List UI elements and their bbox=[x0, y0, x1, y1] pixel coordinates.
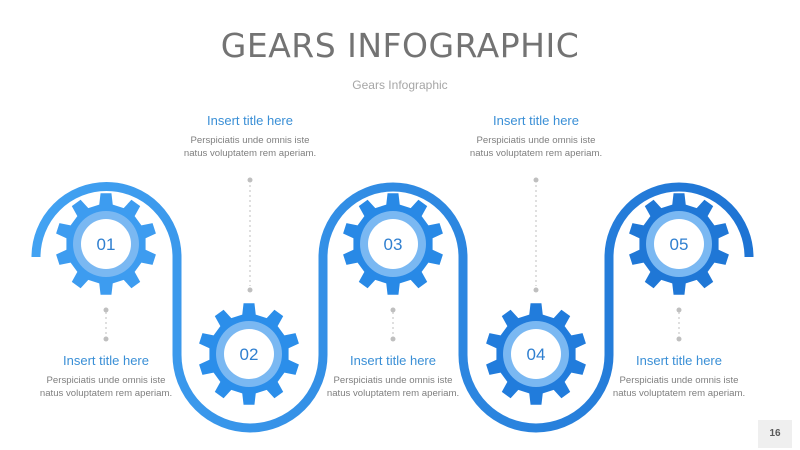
step-2-block: Insert title here Perspiciatis unde omni… bbox=[180, 113, 320, 160]
step-1-title: Insert title here bbox=[63, 353, 149, 368]
step-2-text: Perspiciatis unde omnis iste natus volup… bbox=[183, 135, 317, 159]
page-number: 16 bbox=[758, 420, 792, 448]
connector-5 bbox=[676, 307, 682, 342]
step-2-title: Insert title here bbox=[207, 113, 293, 128]
gear-2-icon: 02 bbox=[199, 303, 299, 405]
step-4-block: Insert title here Perspiciatis unde omni… bbox=[466, 113, 606, 160]
step-4-title: Insert title here bbox=[493, 113, 579, 128]
gear-1-icon: 01 bbox=[56, 193, 156, 295]
gear-2-number: 02 bbox=[240, 345, 259, 364]
slide-title: GEARS INFOGRAPHIC bbox=[220, 26, 580, 65]
step-5-title: Insert title here bbox=[636, 353, 722, 368]
step-1-text: Perspiciatis unde omnis iste natus volup… bbox=[39, 375, 173, 399]
slide-subtitle: Gears Infographic bbox=[352, 78, 448, 92]
step-5-block: Insert title here Perspiciatis unde omni… bbox=[609, 353, 749, 400]
gear-5-number: 05 bbox=[670, 235, 689, 254]
gear-3-icon: 03 bbox=[343, 193, 443, 295]
connector-2 bbox=[247, 177, 253, 293]
connector-4 bbox=[533, 177, 539, 293]
gear-5-icon: 05 bbox=[629, 193, 729, 295]
wave-path bbox=[31, 182, 754, 433]
step-4-text: Perspiciatis unde omnis iste natus volup… bbox=[469, 135, 603, 159]
connector-3 bbox=[390, 307, 396, 342]
gear-4-icon: 04 bbox=[486, 303, 586, 405]
gear-1-number: 01 bbox=[97, 235, 116, 254]
step-1-block: Insert title here Perspiciatis unde omni… bbox=[36, 353, 176, 400]
step-5-text: Perspiciatis unde omnis iste natus volup… bbox=[612, 375, 746, 399]
step-3-block: Insert title here Perspiciatis unde omni… bbox=[323, 353, 463, 400]
step-3-text: Perspiciatis unde omnis iste natus volup… bbox=[326, 375, 460, 399]
step-3-title: Insert title here bbox=[350, 353, 436, 368]
connector-1 bbox=[103, 307, 109, 342]
gear-3-number: 03 bbox=[384, 235, 403, 254]
gear-4-number: 04 bbox=[527, 345, 546, 364]
